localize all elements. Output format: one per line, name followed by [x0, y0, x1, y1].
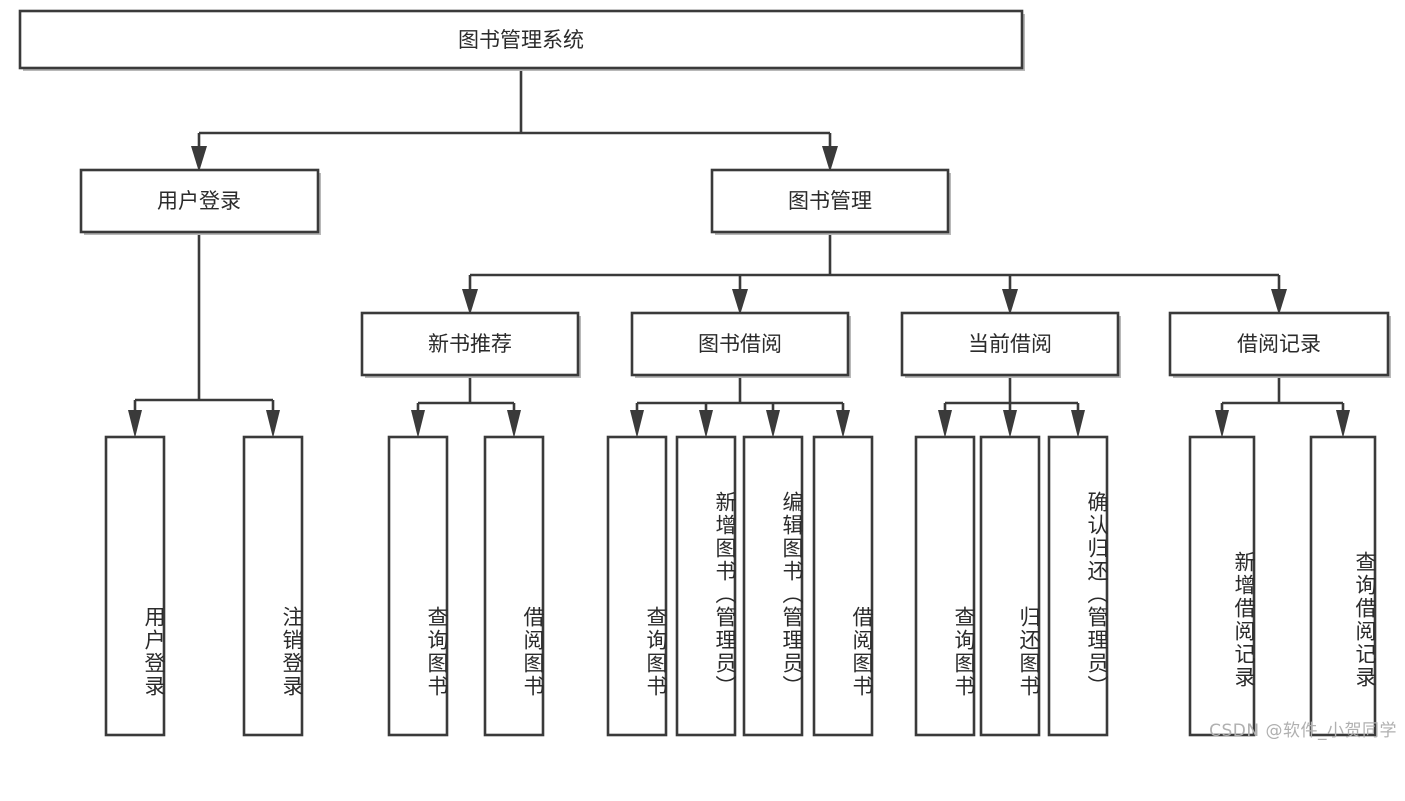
node-leaf-rec-query-book[interactable] — [387, 435, 449, 737]
connector-book-borrow-to-leaves — [635, 375, 845, 424]
arrow-head-current-borrow — [1002, 289, 1018, 315]
diagram-canvas: 图书管理系统 用户登录 图书管理 新书推荐 — [18, 9, 1391, 737]
arrow-head-leaf-borrow-add-book — [699, 410, 713, 438]
node-borrow-record-label: 借阅记录 — [1237, 332, 1321, 356]
node-layer: 图书管理系统 用户登录 图书管理 新书推荐 — [18, 9, 1391, 737]
node-leaf-borrow-lend-book[interactable] — [812, 435, 874, 737]
node-leaf-borrow-add-book[interactable] — [675, 435, 737, 737]
node-leaf-rec-query-record[interactable] — [1309, 435, 1377, 737]
node-leaf-rec-add-record[interactable] — [1188, 435, 1256, 737]
csdn-watermark: CSDN @软件_小贺同学 — [1209, 721, 1397, 741]
arrow-head-leaf-rec-query-book — [411, 410, 425, 438]
arrow-head-leaf-cur-query-book — [938, 410, 952, 438]
arrow-head-leaf-rec-borrow-book — [507, 410, 521, 438]
arrow-head-leaf-rec-query-record — [1336, 410, 1350, 438]
arrow-head-leaf-rec-add-record — [1215, 410, 1229, 438]
node-leaf-cur-query-book[interactable] — [914, 435, 976, 737]
arrow-head-leaf-borrow-edit-book — [766, 410, 780, 438]
node-new-book-rec[interactable]: 新书推荐 — [360, 311, 581, 378]
node-leaf-borrow-edit-book[interactable] — [742, 435, 804, 737]
node-current-borrow[interactable]: 当前借阅 — [900, 311, 1121, 378]
node-leaf-borrow-query-book[interactable] — [606, 435, 668, 737]
node-leaf-cur-confirm-return[interactable] — [1047, 435, 1109, 737]
node-leaf-user-login[interactable] — [104, 435, 166, 737]
connector-root-to-level1 — [197, 68, 832, 160]
arrow-head-leaf-user-login — [128, 410, 142, 438]
arrow-head-user-login — [191, 146, 207, 172]
node-borrow-record[interactable]: 借阅记录 — [1168, 311, 1391, 378]
arrow-head-leaf-user-logout — [266, 410, 280, 438]
node-current-borrow-label: 当前借阅 — [968, 332, 1052, 356]
connector-user-login-to-leaves — [133, 232, 275, 424]
node-leaf-cur-return-book[interactable] — [979, 435, 1041, 737]
arrow-head-book-manage — [822, 146, 838, 172]
node-user-login[interactable]: 用户登录 — [79, 168, 321, 235]
leaf-box-layer — [104, 435, 1377, 737]
node-book-borrow[interactable]: 图书借阅 — [630, 311, 851, 378]
connector-borrow-record-to-leaves — [1220, 375, 1345, 424]
connector-new-book-rec-to-leaves — [416, 375, 516, 424]
arrow-head-borrow-record — [1271, 289, 1287, 315]
connector-layer — [128, 68, 1350, 438]
arrow-head-new-book-rec — [462, 289, 478, 315]
node-new-book-rec-label: 新书推荐 — [428, 332, 512, 356]
arrow-head-leaf-borrow-query-book — [630, 410, 644, 438]
node-user-login-label: 用户登录 — [157, 189, 241, 213]
connector-book-manage-to-level2 — [468, 232, 1281, 302]
node-book-manage[interactable]: 图书管理 — [710, 168, 951, 235]
node-leaf-rec-borrow-book[interactable] — [483, 435, 545, 737]
flowchart-diagram: 图书管理系统 用户登录 图书管理 新书推荐 — [18, 9, 1397, 741]
node-book-manage-label: 图书管理 — [788, 189, 872, 213]
node-book-borrow-label: 图书借阅 — [698, 332, 782, 356]
node-leaf-user-logout[interactable] — [242, 435, 304, 737]
node-root[interactable]: 图书管理系统 — [18, 9, 1025, 71]
arrow-head-book-borrow — [732, 289, 748, 315]
arrow-head-leaf-cur-confirm-return — [1071, 410, 1085, 438]
node-root-label: 图书管理系统 — [458, 28, 584, 52]
arrow-head-leaf-borrow-lend-book — [836, 410, 850, 438]
arrow-head-leaf-cur-return-book — [1003, 410, 1017, 438]
